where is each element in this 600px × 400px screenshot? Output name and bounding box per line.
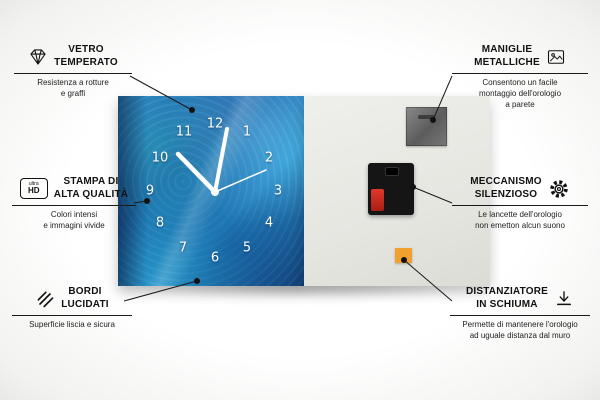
feature-vetro-temperato: VETRO TEMPERATO Resistenza a rotture e g… <box>14 44 132 100</box>
feature-title: MECCANISMO SILENZIOSO <box>470 176 542 200</box>
arrow-down-spacer-icon <box>557 290 572 305</box>
feature-head: ultra HD STAMPA DI ALTA QUALITÀ <box>12 176 136 206</box>
feature-head: VETRO TEMPERATO <box>14 44 132 74</box>
feature-bordi-lucidati: BORDI LUCIDATI Superficie liscia e sicur… <box>12 286 132 331</box>
clock-number: 6 <box>210 250 220 266</box>
clock-number: 3 <box>273 183 283 199</box>
clock-back-view <box>304 96 490 286</box>
feature-title: MANIGLIE METALLICHE <box>474 44 540 68</box>
clock-front-view: 12 1 2 3 4 5 6 7 8 9 10 11 <box>118 96 304 286</box>
clock-mechanism <box>368 163 414 215</box>
clock-number: 10 <box>151 150 169 166</box>
feature-title: DISTANZIATORE IN SCHIUMA <box>465 286 549 310</box>
feature-distanziatore-schiuma: DISTANZIATORE IN SCHIUMA Permette di man… <box>450 286 590 342</box>
metal-hanger-plate <box>406 107 447 146</box>
feature-description: Colori intensi e immagini vivide <box>43 210 105 230</box>
feature-description: Le lancette dell'orologio non emetton al… <box>475 210 565 230</box>
feature-stampa-alta-qualita: ultra HD STAMPA DI ALTA QUALITÀ Colori i… <box>12 176 136 232</box>
feature-title: STAMPA DI ALTA QUALITÀ <box>53 176 129 200</box>
feature-description: Superficie liscia e sicura <box>29 320 115 329</box>
battery <box>371 189 384 211</box>
clock-number: 12 <box>206 116 224 132</box>
ultra-hd-icon: ultra HD <box>19 178 48 199</box>
feature-title: BORDI LUCIDATI <box>61 286 109 310</box>
clock-number: 1 <box>242 124 252 140</box>
feature-head: MECCANISMO SILENZIOSO <box>452 176 588 206</box>
polished-edges-icon <box>37 291 54 307</box>
picture-frame-icon <box>547 49 564 64</box>
clock-number: 4 <box>264 215 274 231</box>
feature-maniglie-metalliche: MANIGLIE METALLICHE Consentono un facile… <box>452 44 588 110</box>
feature-description: Consentono un facile montaggio dell'orol… <box>478 78 562 109</box>
gear-icon <box>550 179 568 198</box>
clock-number: 9 <box>145 183 155 199</box>
ultra-hd-icon-label-top: ultra <box>28 181 39 187</box>
clock-number: 11 <box>175 124 193 140</box>
foam-spacer <box>395 248 412 263</box>
feature-head: DISTANZIATORE IN SCHIUMA <box>450 286 590 316</box>
feature-meccanismo-silenzioso: MECCANISMO SILENZIOSO Le lancette dell'o… <box>452 176 588 232</box>
clock-number: 2 <box>264 150 274 166</box>
clock-number: 5 <box>242 240 252 256</box>
clock-number: 7 <box>178 240 188 256</box>
feature-title: VETRO TEMPERATO <box>54 44 118 68</box>
clock-hands <box>175 127 267 196</box>
ultra-hd-icon-label-bottom: HD <box>28 186 40 195</box>
feature-head: BORDI LUCIDATI <box>12 286 132 316</box>
clock-number: 8 <box>155 215 165 231</box>
feature-description: Permette di mantenere l'orologio ad ugua… <box>462 320 578 340</box>
diamond-icon <box>30 48 46 65</box>
feature-head: MANIGLIE METALLICHE <box>452 44 588 74</box>
feature-description: Resistenza a rotture e graffi <box>37 78 109 98</box>
